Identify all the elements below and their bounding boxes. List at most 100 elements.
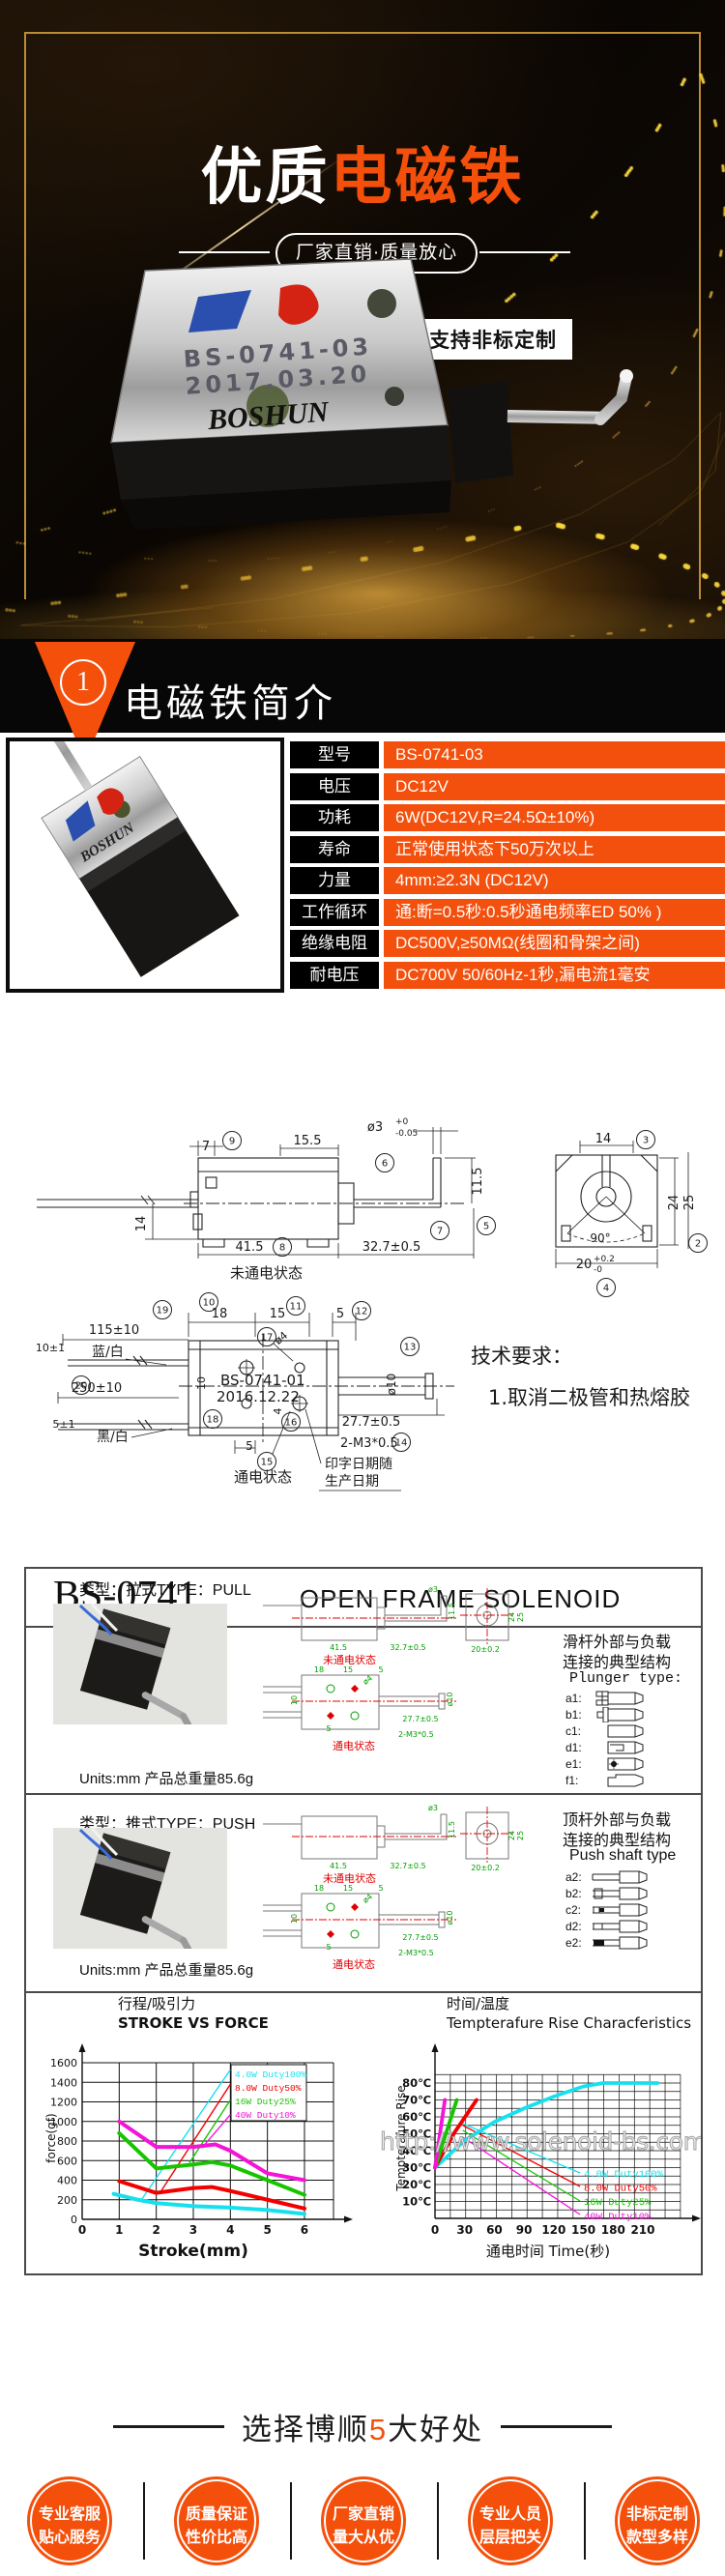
svg-text:16W Duty25%: 16W Duty25% [235,2097,296,2107]
plunger-item-label: b1: [566,1708,582,1722]
svg-text:4.0W Duty100%: 4.0W Duty100% [235,2069,306,2080]
plunger-item-label: d2: [566,1920,582,1933]
spec-product-photo: BOSHUN [6,690,284,993]
svg-text:7: 7 [437,1227,443,1237]
svg-text:11.5: 11.5 [448,1603,456,1620]
plunger-item-label: a2: [566,1870,582,1884]
svg-text:force(gf): force(gf) [44,2113,58,2162]
svg-text:70℃: 70℃ [402,2094,431,2107]
svg-text:2016.12.22: 2016.12.22 [217,1388,300,1405]
spec-label: 力量 [290,867,379,894]
svg-text:20±0.2: 20±0.2 [471,1864,500,1872]
spec-value: DC500V,≥50MΩ(线圈和骨架之间) [384,930,725,957]
svg-text:41.5: 41.5 [330,1862,347,1870]
svg-text:2-M3*0.5: 2-M3*0.5 [398,1730,434,1739]
svg-text:未通电状态: 未通电状态 [230,1264,303,1282]
svg-text:14: 14 [134,1216,149,1232]
benefit-separator [143,2482,145,2560]
heading-post: 大好处 [388,2412,484,2446]
svg-text:50℃: 50℃ [402,2127,431,2141]
plunger-item: a2: [566,1869,649,1885]
push-right-title2: 连接的典型结构 [563,1833,672,1849]
svg-text:30℃: 30℃ [402,2161,431,2175]
spec-label: 型号 [290,741,379,768]
svg-text:ø3: ø3 [428,1585,438,1594]
plunger-item-label: e1: [566,1757,582,1771]
benefits-row: 专业客服贴心服务质量保证性价比高厂家直销量大从优专业人员层层把关非标定制款型多样 [0,2473,725,2569]
p2d-icon [591,1919,649,1934]
svg-text:通电时间 Time(秒): 通电时间 Time(秒) [486,2243,610,2260]
svg-text:20±0.2: 20±0.2 [471,1645,500,1654]
benefit-separator [290,2482,292,2560]
svg-text:2-M3*0.5: 2-M3*0.5 [398,1949,434,1957]
spec-value: DC700V 50/60Hz-1秒,漏电流1毫安 [384,961,725,989]
svg-text:0: 0 [78,2223,86,2237]
plunger-item-label: e2: [566,1936,582,1950]
svg-text:90°: 90° [590,1231,610,1245]
heading-pre: 选择博顺 [241,2412,369,2446]
svg-text:20: 20 [576,1258,593,1272]
svg-text:8: 8 [279,1243,285,1254]
benefit-line1: 厂家直销 [332,2506,394,2523]
benefit-badge: 非标定制款型多样 [615,2476,700,2565]
svg-text:80℃: 80℃ [402,2076,431,2090]
heading-number: 5 [368,2412,389,2446]
spec-value: 6W(DC12V,R=24.5Ω±10%) [384,804,725,831]
svg-text:27.7±0.5: 27.7±0.5 [342,1415,401,1430]
svg-text:9: 9 [229,1137,235,1147]
plunger-item: d1: [566,1740,649,1755]
svg-text:2: 2 [152,2223,160,2237]
p1c-icon [591,1723,649,1739]
pull-photo [53,1604,227,1724]
svg-text:60℃: 60℃ [402,2110,431,2124]
svg-text:180: 180 [601,2223,625,2237]
benefit-separator [437,2482,439,2560]
svg-text:25: 25 [516,1831,525,1840]
svg-text:1200: 1200 [50,2097,77,2109]
svg-text:15: 15 [343,1665,353,1674]
svg-text:90: 90 [516,2223,533,2237]
svg-text:11: 11 [290,1302,303,1313]
spec-value: DC12V [384,772,725,800]
benefits-heading: 选择博顺5大好处 [0,2404,725,2448]
plunger-item-label: f1: [566,1774,579,1787]
svg-text:18: 18 [314,1665,324,1674]
svg-text:25: 25 [516,1612,525,1622]
section1-number-badge: 1 [60,659,106,706]
svg-text:11.5: 11.5 [471,1168,485,1196]
svg-text:1: 1 [115,2223,123,2237]
benefit-line1: 非标定制 [625,2506,688,2523]
svg-text:15: 15 [270,1307,286,1321]
svg-text:400: 400 [57,2175,77,2187]
svg-text:黑/白: 黑/白 [97,1430,129,1445]
datasheet-title: OPEN FRAME SOLENOID [299,1584,622,1613]
svg-text:20: 20 [75,1381,88,1392]
plunger-item: b2: [566,1886,649,1901]
svg-text:生产日期: 生产日期 [325,1474,379,1490]
svg-text:19: 19 [157,1306,169,1317]
svg-text:12: 12 [356,1307,368,1317]
spec-label: 寿命 [290,835,379,863]
svg-text:STROKE VS FORCE: STROKE VS FORCE [118,2014,269,2032]
watermark: http://www.solenoid-bs.com [380,2127,701,2156]
spec-label: 耐电压 [290,961,379,989]
benefit-line1: 专业客服 [38,2506,101,2523]
pull-type-label: 类型：拉式TYPE：PULL [79,1582,251,1599]
svg-text:17: 17 [261,1333,274,1344]
heading-line-left [112,2424,224,2428]
plunger-item: b1: [566,1707,649,1722]
svg-text:Tempterafure Rise: Tempterafure Rise [394,2085,408,2191]
svg-text:40W Duty10%: 40W Duty10% [584,2212,652,2223]
svg-text:40℃: 40℃ [402,2144,431,2157]
svg-text:-0.05: -0.05 [395,1129,418,1139]
p1d-icon [591,1740,649,1755]
spec-label: 电压 [290,772,379,800]
spec-table-row: 工作循环通:断=0.5秒:0.5秒通电频率ED 50% ) [290,898,725,926]
hero-title-orange: 电磁铁 [330,142,525,212]
p1e-icon [591,1756,649,1772]
svg-text:24: 24 [508,1831,516,1840]
